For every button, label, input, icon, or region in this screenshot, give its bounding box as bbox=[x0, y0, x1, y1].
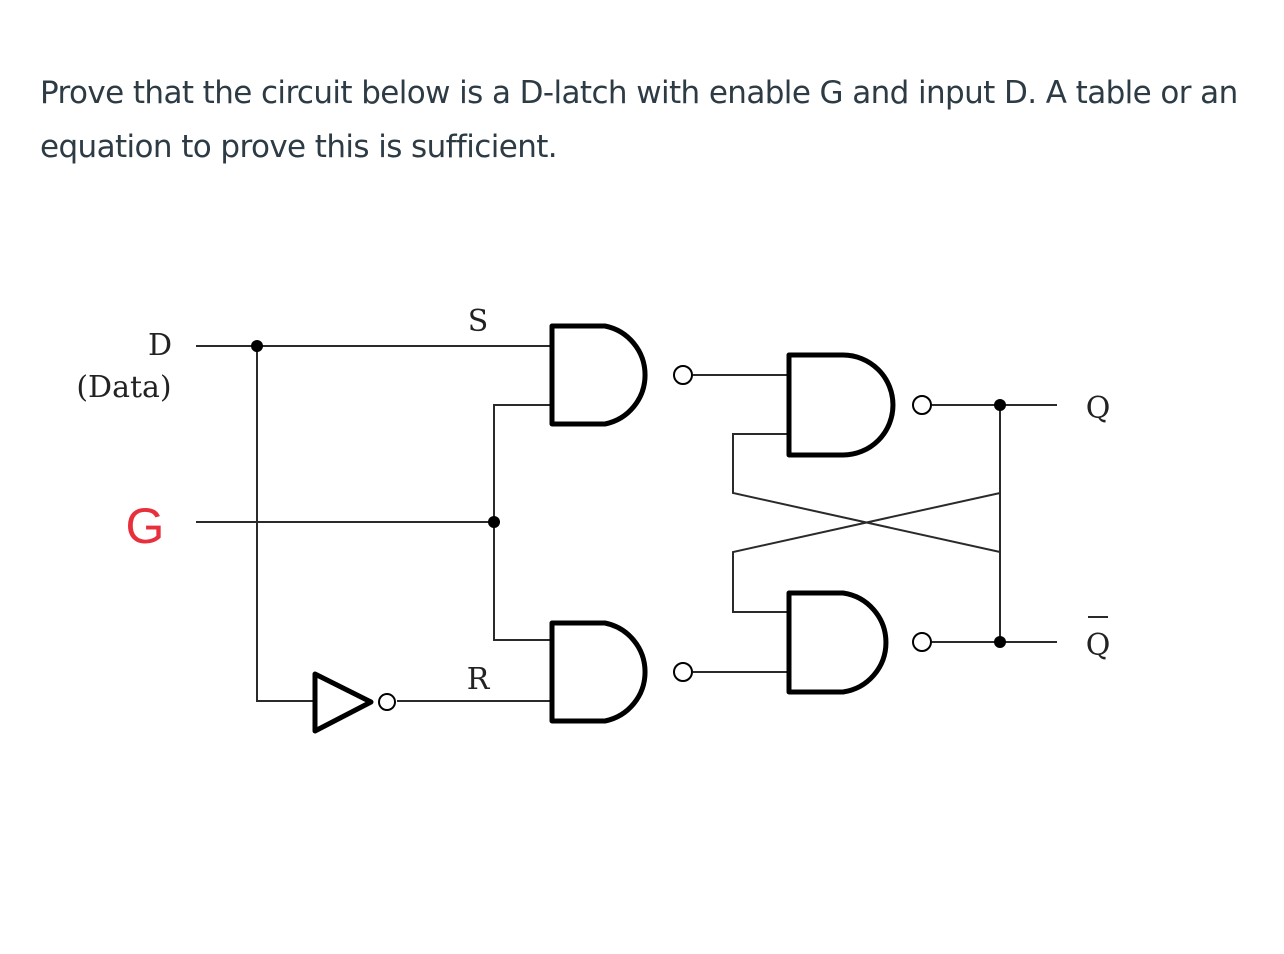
wire-g-to-s-gate bbox=[493, 404, 552, 522]
inverter-bubble bbox=[378, 693, 396, 711]
nand-r-bubble bbox=[673, 662, 693, 682]
junction-q-bar bbox=[994, 636, 1006, 648]
nand-gate-r bbox=[549, 620, 693, 724]
nand-gate-latch-bottom bbox=[786, 590, 932, 695]
wire-g-to-r-gate bbox=[493, 522, 552, 641]
junction-g bbox=[488, 516, 500, 528]
label-g: G bbox=[126, 498, 165, 554]
junctions bbox=[251, 340, 1006, 648]
nand-gate-latch-top bbox=[786, 352, 932, 458]
nand-gate-s bbox=[549, 323, 693, 427]
nand-latch-bottom-bubble bbox=[912, 632, 932, 652]
label-data: (Data) bbox=[76, 370, 171, 405]
label-q: Q bbox=[1086, 391, 1111, 426]
wire-d-to-inverter bbox=[256, 346, 315, 702]
nand-s-bubble bbox=[673, 365, 693, 385]
wire-q-bar-feedback bbox=[732, 491, 1001, 642]
junction-q bbox=[994, 399, 1006, 411]
inverter-gate bbox=[312, 671, 396, 734]
label-q-bar: Q bbox=[1086, 628, 1111, 663]
nand-latch-top-bubble bbox=[912, 395, 932, 415]
junction-d bbox=[251, 340, 263, 352]
label-s: S bbox=[468, 304, 489, 339]
question-text: Prove that the circuit below is a D-latc… bbox=[40, 75, 1238, 165]
label-r: R bbox=[467, 662, 491, 697]
label-d: D bbox=[148, 328, 172, 363]
